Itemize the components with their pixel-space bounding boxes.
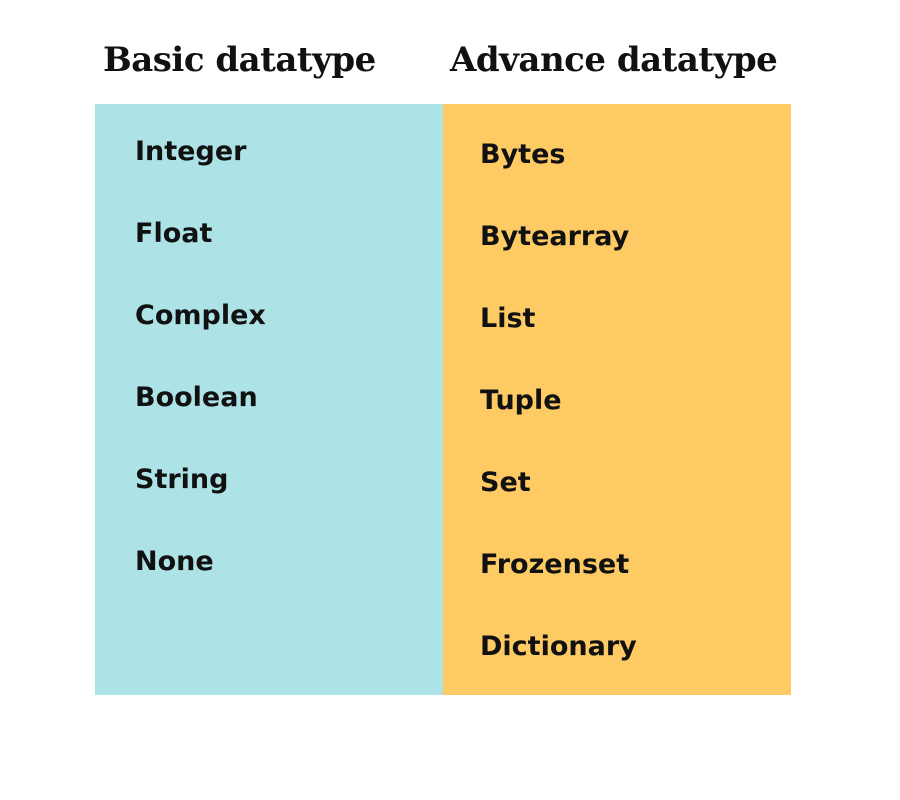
advance-item: Bytes [480,139,566,170]
advance-datatype-panel: Bytes Bytearray List Tuple Set Frozenset… [443,104,791,695]
advance-item: Dictionary [480,631,637,662]
basic-item: String [135,464,229,495]
basic-datatype-header: Basic datatype [103,40,376,80]
advance-item: Frozenset [480,549,630,580]
basic-datatype-panel: Integer Float Complex Boolean String Non… [95,104,443,695]
basic-item: None [135,546,214,577]
basic-item: Float [135,218,213,249]
advance-item: List [480,303,536,334]
basic-item: Integer [135,136,247,167]
advance-item: Set [480,467,531,498]
basic-item: Boolean [135,382,258,413]
advance-item: Tuple [480,385,562,416]
advance-item: Bytearray [480,221,630,252]
advance-datatype-header: Advance datatype [450,40,778,80]
basic-item: Complex [135,300,266,331]
